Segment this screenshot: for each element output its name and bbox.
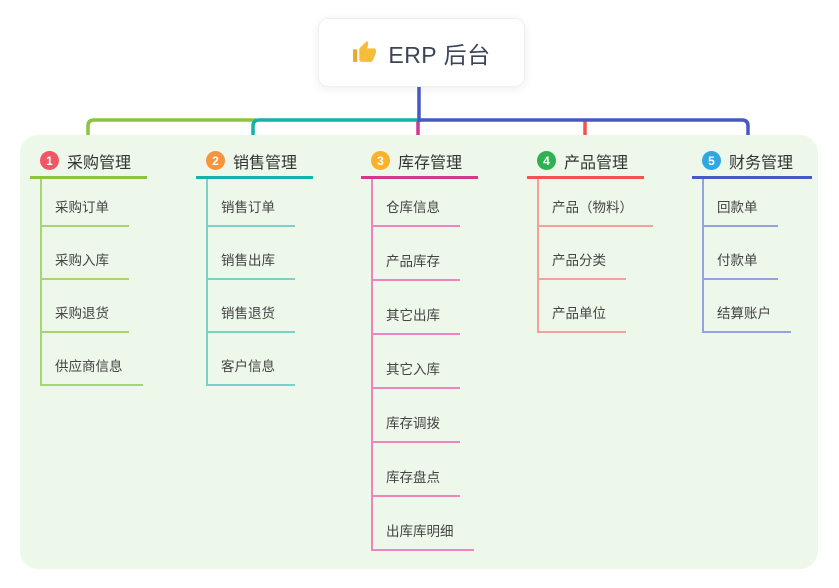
- child-node[interactable]: 销售出库: [206, 227, 354, 280]
- child-node-label: 采购订单: [40, 200, 129, 227]
- branch-procurement: 1 采购管理 采购订单 采购入库 采购退货 供应商信息: [30, 135, 188, 386]
- child-node[interactable]: 采购入库: [40, 227, 188, 280]
- child-node[interactable]: 产品库存: [371, 227, 519, 281]
- child-node-label: 供应商信息: [40, 359, 143, 386]
- mindmap-panel: 1 采购管理 采购订单 采购入库 采购退货 供应商信息 2 销售管理 销售订单 …: [20, 135, 818, 569]
- child-node-label: 产品分类: [537, 253, 626, 280]
- child-node-label: 销售退货: [206, 306, 295, 333]
- thumbs-up-icon: [353, 41, 377, 62]
- child-node[interactable]: 库存盘点: [371, 443, 519, 497]
- child-node[interactable]: 产品分类: [537, 227, 685, 280]
- branch-title: 库存管理: [398, 154, 463, 172]
- badge-5: 5: [702, 151, 721, 170]
- branch-product-children: 产品（物料） 产品分类 产品单位: [537, 179, 685, 333]
- child-node[interactable]: 客户信息: [206, 333, 354, 386]
- child-node[interactable]: 出库库明细: [371, 497, 519, 551]
- branch-product: 4 产品管理 产品（物料） 产品分类 产品单位: [527, 135, 685, 333]
- child-node[interactable]: 采购订单: [40, 179, 188, 227]
- badge-1: 1: [40, 151, 59, 170]
- child-node-label: 客户信息: [206, 359, 295, 386]
- child-node-label: 其它入库: [371, 362, 460, 389]
- child-node-label: 产品（物料）: [537, 200, 653, 227]
- child-node[interactable]: 付款单: [702, 227, 839, 280]
- branch-product-header[interactable]: 4 产品管理: [527, 145, 644, 179]
- badge-4: 4: [537, 151, 556, 170]
- child-node-label: 产品单位: [537, 306, 626, 333]
- branch-title: 产品管理: [564, 154, 629, 172]
- branch-inventory-header[interactable]: 3 库存管理: [361, 145, 478, 179]
- branch-title: 采购管理: [67, 154, 132, 172]
- branch-procurement-header[interactable]: 1 采购管理: [30, 145, 147, 179]
- branch-finance-children: 回款单 付款单 结算账户: [702, 179, 839, 333]
- child-node-label: 库存盘点: [371, 470, 460, 497]
- child-node-label: 付款单: [702, 253, 778, 280]
- child-node[interactable]: 采购退货: [40, 280, 188, 333]
- branch-inventory-children: 仓库信息 产品库存 其它出库 其它入库 库存调拨 库存盘点 出库库明细: [371, 179, 519, 551]
- branch-sales: 2 销售管理 销售订单 销售出库 销售退货 客户信息: [196, 135, 354, 386]
- child-node[interactable]: 销售订单: [206, 179, 354, 227]
- child-node-label: 结算账户: [702, 306, 791, 333]
- child-node[interactable]: 产品（物料）: [537, 179, 685, 227]
- branch-title: 销售管理: [233, 154, 298, 172]
- child-node[interactable]: 结算账户: [702, 280, 839, 333]
- child-node-label: 销售出库: [206, 253, 295, 280]
- root-node[interactable]: ERP 后台: [318, 18, 525, 87]
- child-node[interactable]: 仓库信息: [371, 179, 519, 227]
- child-node-label: 出库库明细: [371, 524, 474, 551]
- child-node[interactable]: 其它入库: [371, 335, 519, 389]
- child-node[interactable]: 销售退货: [206, 280, 354, 333]
- child-node[interactable]: 其它出库: [371, 281, 519, 335]
- badge-2: 2: [206, 151, 225, 170]
- branch-sales-children: 销售订单 销售出库 销售退货 客户信息: [206, 179, 354, 386]
- child-node-label: 销售订单: [206, 200, 295, 227]
- child-node[interactable]: 供应商信息: [40, 333, 188, 386]
- child-node-label: 产品库存: [371, 254, 460, 281]
- badge-3: 3: [371, 151, 390, 170]
- branch-procurement-children: 采购订单 采购入库 采购退货 供应商信息: [40, 179, 188, 386]
- child-node-label: 库存调拨: [371, 416, 460, 443]
- child-node[interactable]: 库存调拨: [371, 389, 519, 443]
- branch-inventory: 3 库存管理 仓库信息 产品库存 其它出库 其它入库 库存调拨 库存盘点 出库库…: [361, 135, 519, 551]
- child-node[interactable]: 回款单: [702, 179, 839, 227]
- branch-finance-header[interactable]: 5 财务管理: [692, 145, 812, 179]
- branch-finance: 5 财务管理 回款单 付款单 结算账户: [692, 135, 839, 333]
- child-node-label: 回款单: [702, 200, 778, 227]
- child-node-label: 其它出库: [371, 308, 460, 335]
- child-node-label: 采购退货: [40, 306, 129, 333]
- child-node-label: 仓库信息: [371, 200, 460, 227]
- child-node-label: 采购入库: [40, 253, 129, 280]
- child-node[interactable]: 产品单位: [537, 280, 685, 333]
- branch-sales-header[interactable]: 2 销售管理: [196, 145, 313, 179]
- branch-title: 财务管理: [729, 154, 794, 172]
- root-node-label: ERP 后台: [388, 41, 491, 68]
